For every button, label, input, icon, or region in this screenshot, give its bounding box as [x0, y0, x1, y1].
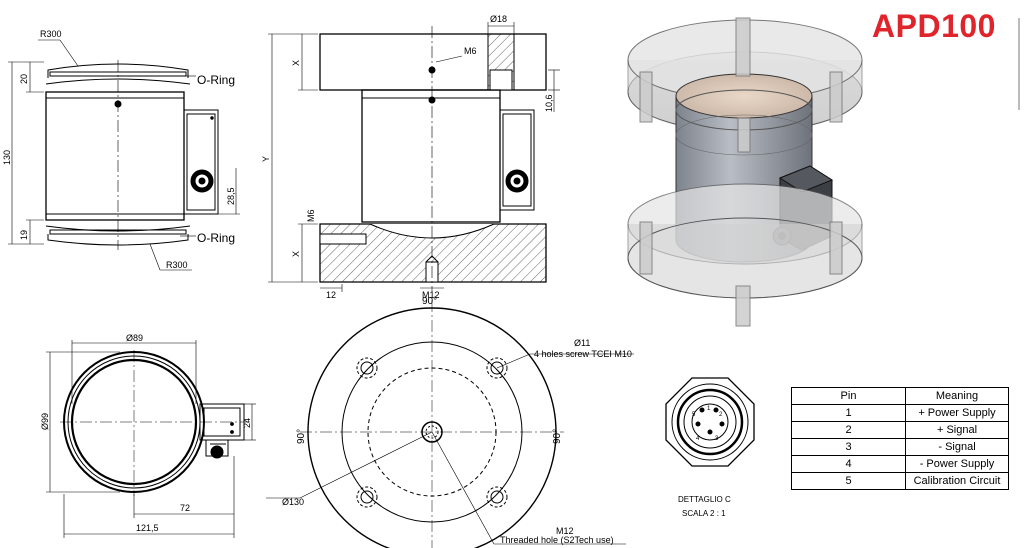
pin-number: 4 [791, 455, 906, 473]
front-dim-top: 20 [19, 74, 29, 84]
section-dim-right: 10,6 [544, 94, 554, 112]
table-row: 4 - Power Supply [791, 455, 1009, 473]
meaning-header: Meaning [905, 387, 1009, 405]
section-dim-x-bottom: X [291, 251, 301, 257]
pin-number: 5 [791, 472, 906, 490]
top-dim-121: 121,5 [136, 523, 159, 533]
flange-angle-right: 90° [552, 429, 563, 444]
pin-meaning: + Signal [905, 421, 1009, 439]
pin-meaning: - Power Supply [905, 455, 1009, 473]
section-dim-y: Y [261, 156, 271, 162]
top-dim-outer: Ø99 [40, 413, 50, 430]
pin-number: 3 [791, 438, 906, 456]
connector-detail-scale: SCALA 2 : 1 [682, 509, 726, 518]
pin-number: 1 [791, 404, 906, 422]
top-view [46, 340, 256, 538]
front-oring-bottom: O-Ring [197, 231, 235, 245]
section-dim-x-top: X [291, 60, 301, 66]
pin-meaning: + Power Supply [905, 404, 1009, 422]
pin-number: 2 [791, 421, 906, 439]
flange-center-note: Threaded hole (S2Tech use) [500, 535, 614, 545]
connector-pin-2: 2 [719, 412, 723, 418]
section-thread-side: M6 [306, 209, 316, 222]
flange-hole-note: 4 holes screw TCEI M10 [534, 349, 632, 359]
front-dim-bottom: 19 [19, 230, 29, 240]
pin-meaning: - Signal [905, 438, 1009, 456]
table-row: 3 - Signal [791, 438, 1009, 456]
front-oring-top: O-Ring [197, 73, 235, 87]
product-render [627, 17, 863, 327]
front-dim-total: 130 [2, 150, 12, 165]
connector-pin-1: 1 [707, 406, 711, 412]
section-view [268, 22, 560, 292]
front-radius-top: R300 [40, 29, 62, 39]
flange-hole-dia: Ø11 [574, 338, 590, 348]
pin-table-header: Pin Meaning [791, 387, 1009, 405]
flange-view [266, 300, 634, 548]
connector-detail [665, 377, 755, 467]
section-dim-bore: Ø18 [490, 14, 507, 24]
table-row: 5 Calibration Circuit [791, 472, 1009, 490]
top-dim-72: 72 [180, 503, 190, 513]
flange-angle-top: 90° [422, 296, 437, 307]
section-dim-left: 12 [326, 290, 336, 300]
flange-center-thread: M12 [556, 526, 574, 536]
pin-header: Pin [791, 387, 906, 405]
table-row: 1 + Power Supply [791, 404, 1009, 422]
connector-pin-5: 5 [692, 412, 696, 418]
pin-table: Pin Meaning 1 + Power Supply 2 + Signal … [791, 387, 1009, 490]
table-row: 2 + Signal [791, 421, 1009, 439]
top-dim-connector: 24 [242, 418, 252, 428]
pin-meaning: Calibration Circuit [905, 472, 1009, 490]
connector-detail-label: DETTAGLIO C [678, 495, 731, 504]
connector-pin-4: 4 [696, 436, 700, 442]
front-dim-connector: 28,5 [226, 187, 236, 205]
section-thread-top: M6 [464, 46, 477, 56]
top-dim-inner: Ø89 [126, 333, 143, 343]
front-radius-bottom: R300 [166, 260, 188, 270]
model-title: APD100 [872, 8, 996, 44]
flange-bolt-circle: Ø130 [282, 497, 304, 507]
section-thread-bottom: M12 [422, 290, 440, 300]
flange-angle-left: 90° [296, 429, 307, 444]
front-view [8, 39, 240, 271]
connector-pin-3: 3 [715, 436, 719, 442]
